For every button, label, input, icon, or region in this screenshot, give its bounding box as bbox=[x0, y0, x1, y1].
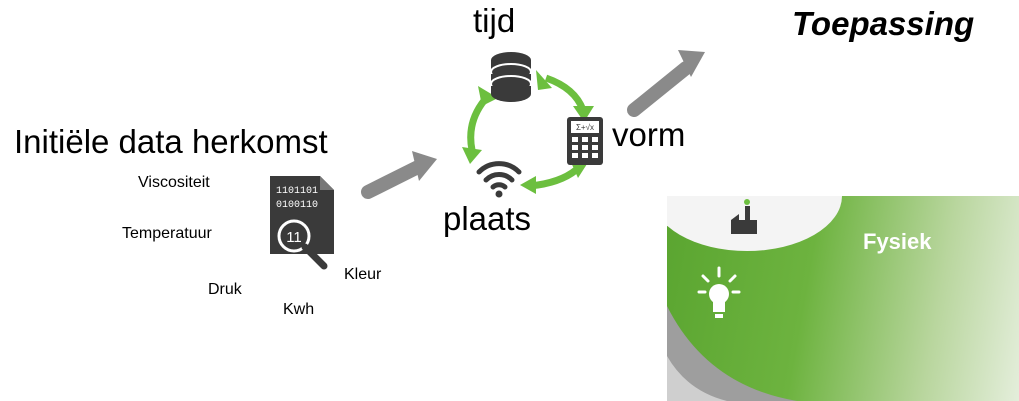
label-vorm: vorm bbox=[612, 116, 686, 153]
label-kleur: Kleur bbox=[344, 266, 382, 283]
wifi-icon bbox=[476, 161, 522, 198]
magnifier-badge-text: 11 bbox=[286, 229, 302, 246]
calculator-screen-text: Σ+√x bbox=[576, 123, 594, 132]
label-toepassing: Toepassing bbox=[792, 5, 975, 42]
label-viscositeit: Viscositeit bbox=[138, 174, 210, 191]
label-plaats: plaats bbox=[443, 200, 532, 237]
binary-line-1: 1101101 bbox=[276, 186, 318, 197]
panel-label-fysiek: Fysiek bbox=[863, 229, 932, 254]
label-temperatuur: Temperatuur bbox=[122, 225, 212, 242]
binary-data-icon: 1101101 0100110 11 bbox=[268, 174, 338, 270]
binary-line-2: 0100110 bbox=[276, 200, 318, 211]
label-druk: Druk bbox=[208, 281, 242, 298]
database-icon bbox=[490, 52, 532, 102]
calculator-icon: Σ+√x bbox=[567, 117, 603, 165]
fysiek-panel: Fysiek bbox=[667, 196, 1019, 401]
label-initiele-data-herkomst: Initiële data herkomst bbox=[14, 123, 328, 160]
label-kwh: Kwh bbox=[283, 301, 315, 318]
label-tijd: tijd bbox=[473, 2, 516, 39]
